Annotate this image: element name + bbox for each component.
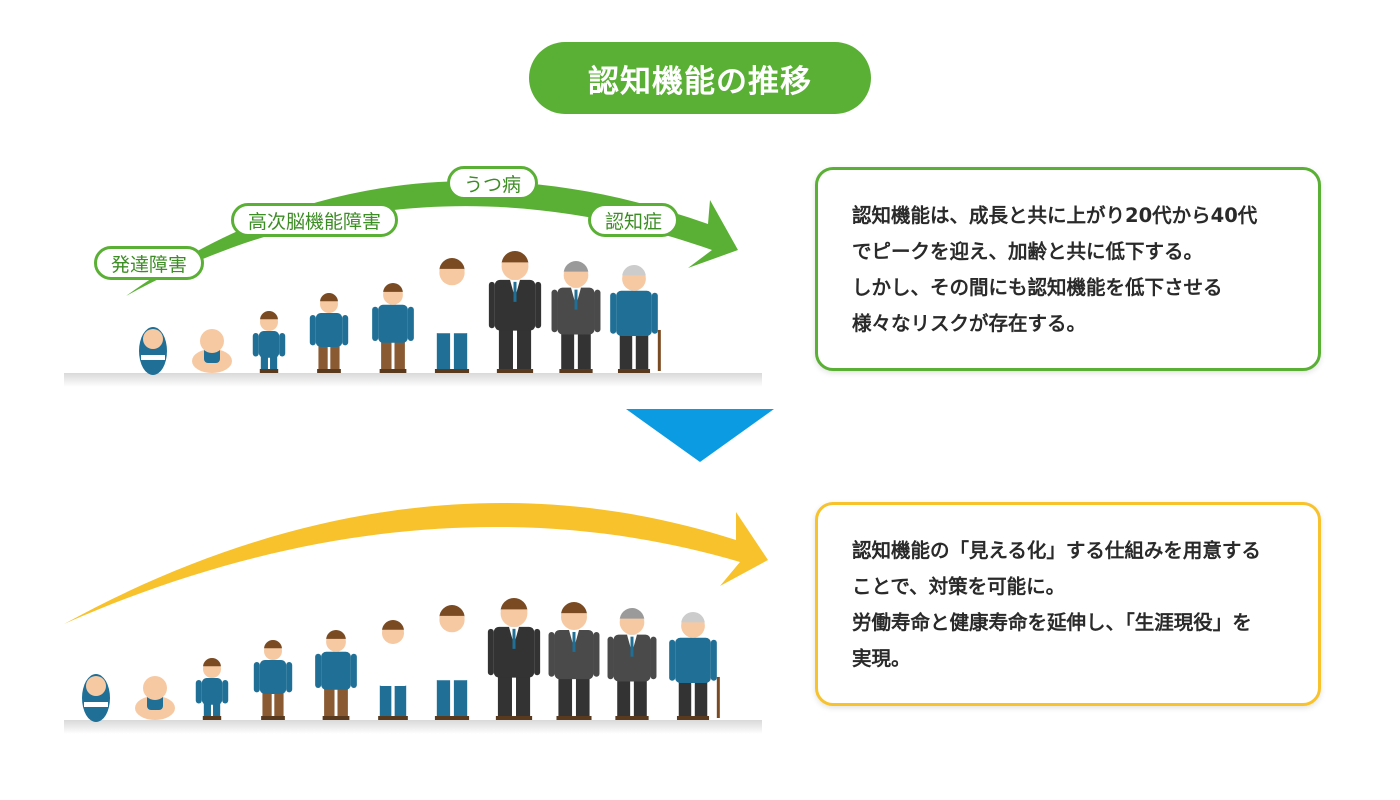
child-icon	[253, 640, 293, 720]
child-backpack-icon	[315, 630, 357, 720]
panel-line: しかし、その間にも認知機能を低下させる	[852, 276, 1223, 299]
teen-icon	[370, 620, 416, 720]
old-man-cane-icon	[669, 612, 720, 720]
man-beard-suit-icon	[548, 602, 600, 720]
top-people-row	[139, 251, 661, 375]
baby-swaddled-icon	[82, 674, 110, 722]
panel-line: でピークを迎え、加齢と共に低下する。	[852, 240, 1204, 263]
man-suit-icon	[551, 261, 601, 373]
baby-swaddled-icon	[139, 327, 167, 375]
panel-line: 様々なリスクが存在する。	[852, 312, 1087, 335]
man-suit-icon	[487, 598, 541, 720]
panel-line: 労働寿命と健康寿命を延伸し、「生涯現役」を	[852, 611, 1252, 634]
young-man-icon	[488, 251, 542, 373]
bubble-dementia: 認知症	[588, 203, 680, 237]
down-arrow-triangle	[626, 409, 774, 462]
child-backpack-icon	[372, 283, 414, 373]
bubble-higher-brain-dysfunction: 高次脳機能障害	[231, 203, 399, 237]
baby-icon	[135, 676, 175, 720]
middle-aged-man-icon	[607, 608, 657, 720]
top-ground	[64, 373, 762, 387]
teen-icon	[427, 257, 477, 373]
toddler-icon	[252, 311, 286, 373]
panel-line: 実現。	[852, 647, 911, 670]
young-man-icon	[427, 605, 477, 720]
child-icon	[309, 293, 349, 373]
bubble-depression: うつ病	[447, 166, 539, 200]
page-title: 認知機能の推移	[529, 42, 871, 114]
bottom-ground	[64, 720, 762, 734]
panel-line: 認知機能は、成長と共に上がり20代から40代	[852, 204, 1258, 227]
panel-line: 認知機能の「見える化」する仕組みを用意する	[852, 539, 1261, 562]
green-growth-arrow	[126, 181, 738, 296]
toddler-icon	[195, 658, 229, 720]
bottom-people-row	[82, 598, 720, 722]
bottom-description-panel: 認知機能の「見える化」する仕組みを用意する ことで、対策を可能に。 労働寿命と健…	[815, 502, 1321, 706]
bubble-developmental-disorder: 発達障害	[94, 246, 205, 280]
old-man-cane-icon	[610, 265, 661, 373]
top-description-panel: 認知機能は、成長と共に上がり20代から40代 でピークを迎え、加齢と共に低下する…	[815, 167, 1321, 371]
panel-line: ことで、対策を可能に。	[852, 575, 1066, 598]
baby-icon	[192, 329, 232, 373]
yellow-extension-arrow	[64, 502, 768, 624]
